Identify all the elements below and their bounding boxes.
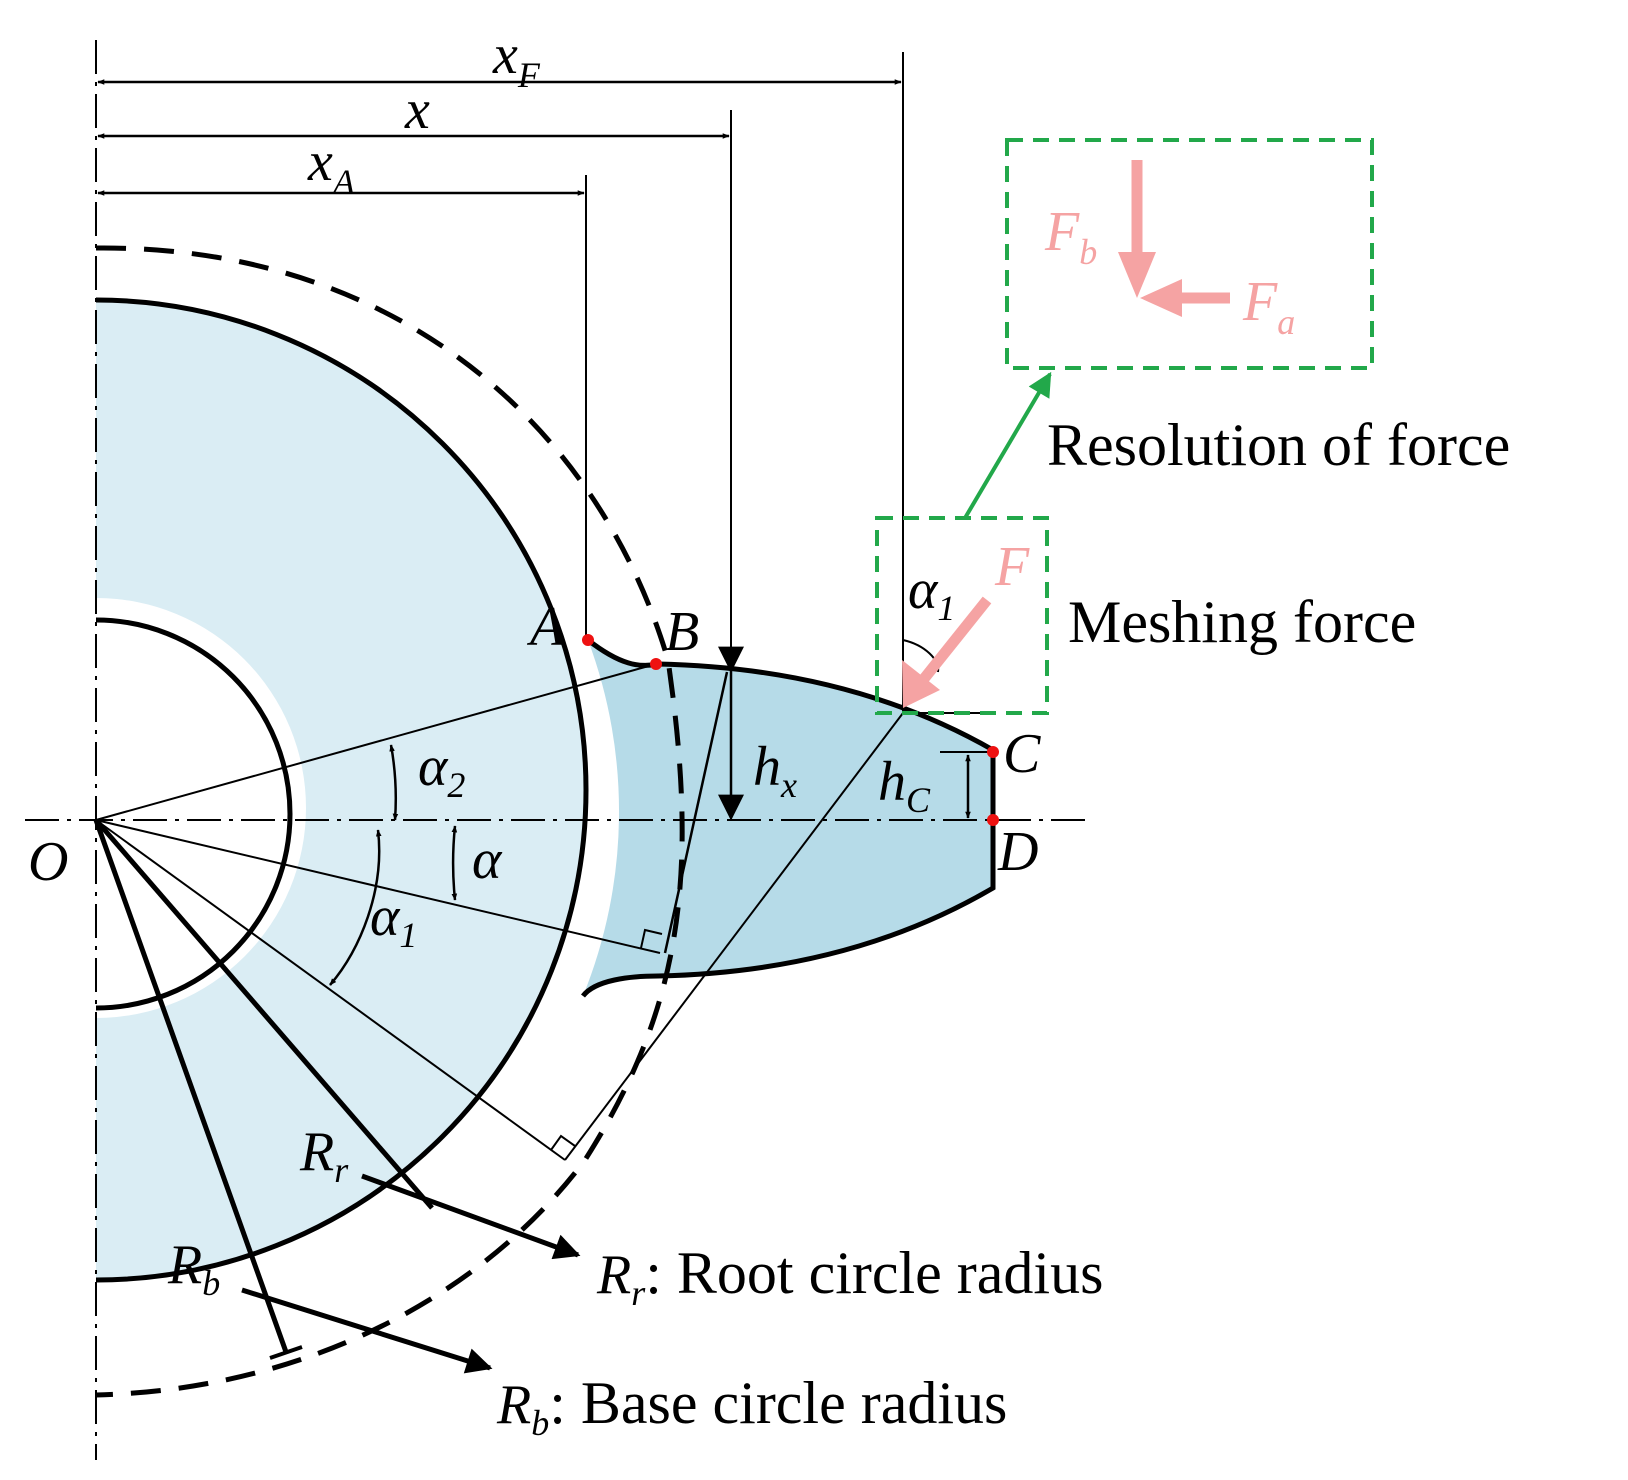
right-angle-mark-2 bbox=[550, 1134, 576, 1151]
label-Fa: Fa bbox=[1242, 271, 1295, 342]
point-B bbox=[650, 658, 662, 670]
point-C bbox=[987, 746, 999, 758]
label-xA: xA bbox=[307, 131, 356, 202]
legend-root: Rr: Root circle radius bbox=[596, 1240, 1103, 1313]
gear-body bbox=[96, 300, 586, 1280]
line-O-B bbox=[95, 663, 657, 821]
base-circle-dashed bbox=[95, 245, 685, 1398]
legend-base: Rb: Base circle radius bbox=[496, 1370, 1007, 1443]
angle-arc-alpha1 bbox=[329, 829, 382, 986]
label-xF: xF bbox=[492, 24, 541, 95]
label-F: F bbox=[994, 536, 1030, 598]
resolution-box bbox=[1005, 138, 1374, 370]
label-alpha1-top: α1 bbox=[908, 559, 955, 628]
leader-Rr bbox=[361, 1173, 581, 1260]
bore-arc bbox=[95, 617, 293, 1011]
label-A: A bbox=[526, 596, 565, 658]
label-alpha1: α1 bbox=[370, 886, 417, 955]
force-Fb-arrowhead bbox=[1118, 252, 1156, 298]
line-B-perp bbox=[663, 671, 729, 954]
label-alpha2: α2 bbox=[418, 736, 465, 805]
label-hC: hC bbox=[878, 751, 931, 820]
angle-arc-alpha bbox=[451, 825, 458, 901]
label-alpha: α bbox=[472, 829, 503, 891]
label-D: D bbox=[997, 821, 1038, 883]
caption-resolution: Resolution of force bbox=[1047, 412, 1510, 478]
green-link-arrow bbox=[963, 371, 1052, 520]
label-hx: hx bbox=[753, 736, 797, 805]
label-Fb: Fb bbox=[1044, 201, 1097, 272]
label-x: x bbox=[404, 79, 430, 141]
label-C: C bbox=[1003, 723, 1041, 785]
angle-arc-alpha2 bbox=[389, 744, 399, 821]
right-angle-mark-1 bbox=[640, 928, 663, 949]
force-F-arrowhead bbox=[902, 660, 940, 708]
label-O: O bbox=[28, 831, 68, 893]
point-D bbox=[987, 814, 999, 826]
point-A bbox=[582, 634, 594, 646]
caption-meshing: Meshing force bbox=[1068, 589, 1416, 655]
force-Fa-arrowhead bbox=[1140, 279, 1182, 317]
radius-line-Rb bbox=[93, 819, 289, 1353]
meshing-force-box bbox=[875, 516, 1049, 715]
leader-Rb bbox=[241, 1287, 493, 1374]
line-O-foot bbox=[95, 819, 566, 1161]
force-F-arrow bbox=[910, 596, 992, 694]
label-Rr: Rr bbox=[299, 1121, 349, 1190]
root-circle-arc bbox=[95, 297, 589, 1283]
radius-line-Rr bbox=[94, 818, 434, 1210]
radius-Rb-tick bbox=[269, 1345, 303, 1360]
label-B: B bbox=[665, 601, 699, 663]
label-Rb: Rb bbox=[167, 1234, 220, 1303]
line-of-action bbox=[564, 712, 904, 1161]
